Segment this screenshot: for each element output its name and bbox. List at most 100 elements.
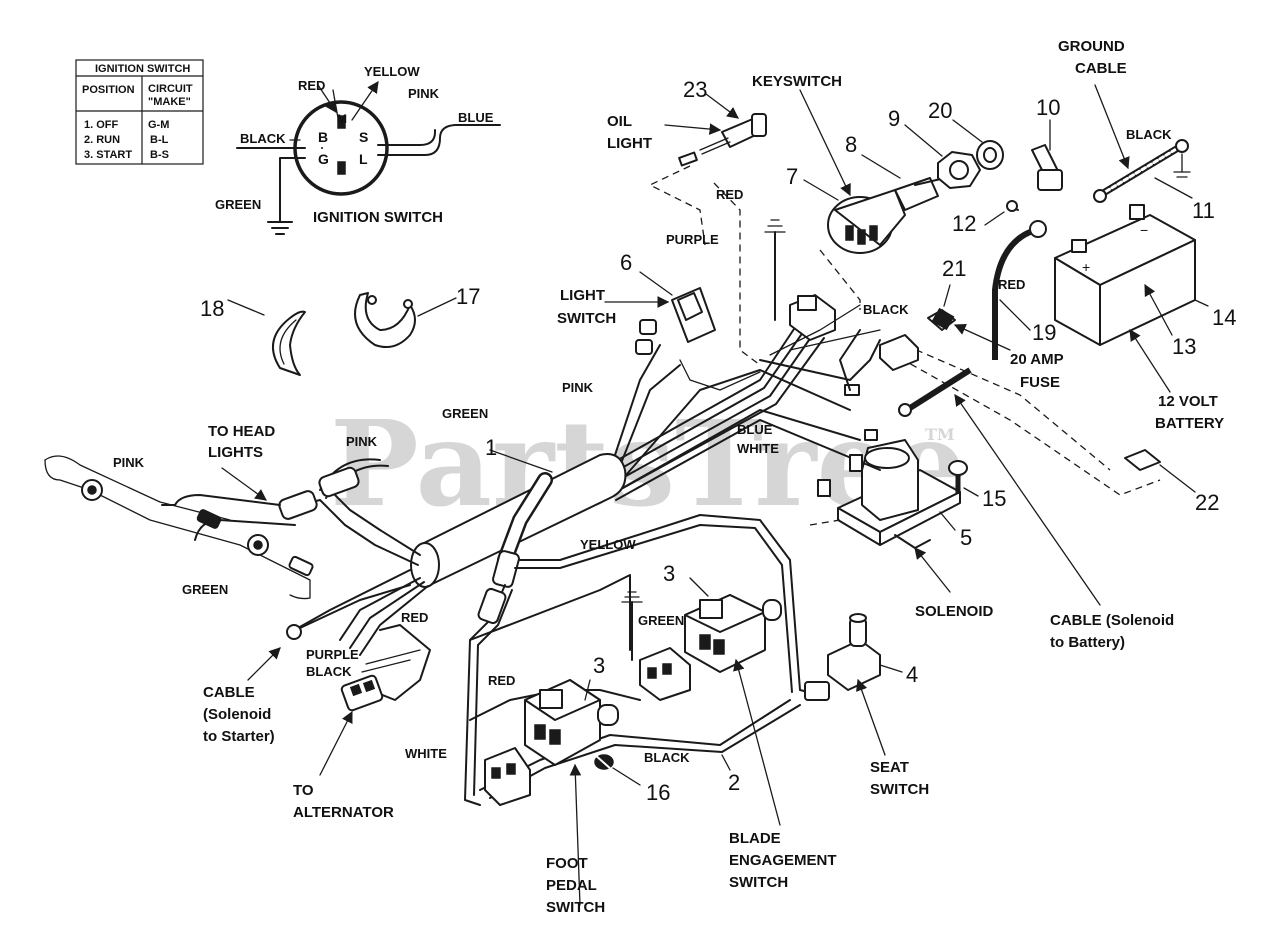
callout-16: 16 <box>646 780 670 805</box>
cable-tie-18 <box>227 299 306 376</box>
label-light-switch-2: SWITCH <box>557 310 616 327</box>
toggle-cap-10 <box>1031 119 1063 191</box>
leader-2 <box>721 754 731 771</box>
label-cable-bat-2: to Battery) <box>1050 634 1125 651</box>
label-seat-1: SEAT <box>870 759 909 776</box>
alternator-connector <box>319 624 431 776</box>
dashed-wires <box>648 165 1161 526</box>
leader-8-group <box>861 154 901 179</box>
wire-label-yellow-low: YELLOW <box>580 537 636 552</box>
callout-5: 5 <box>960 525 972 550</box>
leader-5 <box>939 511 956 531</box>
leader-1 <box>489 449 553 473</box>
wire-color-labels: RED PURPLE BLACK BLACK RED PINK GREEN PI… <box>113 127 1172 765</box>
keyswitch-part <box>799 89 946 254</box>
terminal-m-label: M <box>337 112 347 126</box>
label-cable-starter-3: to Starter) <box>203 728 275 745</box>
label-solenoid: SOLENOID <box>915 603 994 620</box>
callout-7: 7 <box>786 164 798 189</box>
battery-cable-19 <box>984 200 1047 360</box>
wire-label-blue-sol: BLUE <box>737 422 773 437</box>
leader-cable-starter <box>247 647 281 681</box>
foot-connector <box>484 747 531 806</box>
wire-label-green-blade: GREEN <box>638 613 684 628</box>
callout-11: 11 <box>1192 198 1215 223</box>
table-col-position: POSITION <box>82 84 135 96</box>
leader-14 <box>1194 299 1209 307</box>
cable-tie-17 <box>354 292 457 348</box>
label-ground-cable-1: GROUND <box>1058 38 1125 55</box>
table-row-off: 1. OFF <box>84 119 119 131</box>
leader-7 <box>803 179 839 201</box>
main-harness <box>297 319 881 656</box>
table-row-run-circuit: B-L <box>150 134 169 146</box>
table-row-start-circuit: B-S <box>150 149 169 161</box>
wire-label-black-alt: BLACK <box>306 664 352 679</box>
leader-solenoid <box>914 547 951 593</box>
wire-label-black-battery: BLACK <box>1126 127 1172 142</box>
ignition-switch-schematic: M B S G L RED YELLOW PINK BLUE BLACK GRE… <box>215 64 501 235</box>
ground-cable-part <box>1093 84 1193 203</box>
ign-wire-pink <box>377 129 436 146</box>
callout-15: 15 <box>982 486 1006 511</box>
wire-label-red-foot: RED <box>488 673 515 688</box>
label-foot-3: SWITCH <box>546 899 605 916</box>
leader-9 <box>904 124 943 157</box>
label-foot-2: PEDAL <box>546 877 597 894</box>
label-ground-cable-2: CABLE <box>1075 60 1127 77</box>
keyswitch-connectors <box>679 294 919 497</box>
ign-label-pink: PINK <box>408 86 440 101</box>
leader-17 <box>417 297 457 317</box>
leader-alternator <box>319 710 353 776</box>
callout-3b: 3 <box>593 653 605 678</box>
callout-9: 9 <box>888 106 900 131</box>
watermark-tm: TM <box>925 425 955 444</box>
callout-17: 17 <box>456 284 480 309</box>
leader-3a <box>689 577 709 597</box>
terminal-b-label: B <box>318 129 328 145</box>
callout-3a: 3 <box>663 561 675 586</box>
battery-part: + − <box>1054 204 1209 393</box>
oil-light-part <box>664 93 767 167</box>
table-title: IGNITION SWITCH <box>95 63 190 75</box>
wire-label-purple-top: PURPLE <box>666 232 719 247</box>
leader-16 <box>612 767 641 786</box>
callout-8: 8 <box>845 132 857 157</box>
terminal-g-post <box>337 161 346 175</box>
callout-14: 14 <box>1212 305 1236 330</box>
wire-label-black-foot: BLACK <box>644 750 690 765</box>
callout-20: 20 <box>928 98 952 123</box>
leader-battery <box>1129 329 1171 393</box>
leader-19 <box>999 299 1031 331</box>
fuse-part <box>927 284 1011 351</box>
leader-18 <box>227 299 265 316</box>
ign-label-blue: BLUE <box>458 110 494 125</box>
cable-solenoid-to-battery <box>898 367 1101 606</box>
callout-12: 12 <box>952 211 976 236</box>
wire-label-black-mid: BLACK <box>863 302 909 317</box>
label-battery-2: BATTERY <box>1155 415 1224 432</box>
label-oil-light-2: LIGHT <box>607 135 652 152</box>
callout-18: 18 <box>200 296 224 321</box>
callout-4: 4 <box>906 662 918 687</box>
leader-head-lights <box>221 467 267 501</box>
wire-label-purple-alt: PURPLE <box>306 647 359 662</box>
leader-6 <box>639 271 673 296</box>
wire-label-white-sol: WHITE <box>737 441 779 456</box>
label-alternator-2: ALTERNATOR <box>293 804 394 821</box>
label-blade-1: BLADE <box>729 830 781 847</box>
terminal-l-label: L <box>359 151 368 167</box>
ignition-position-table: IGNITION SWITCH POSITION CIRCUIT "MAKE" … <box>75 59 204 165</box>
table-col-make: "MAKE" <box>148 96 191 108</box>
label-cable-bat-1: CABLE (Solenoid <box>1050 612 1174 629</box>
ground-symbol-top <box>764 219 786 321</box>
svg-text:+: + <box>1082 259 1090 275</box>
leader-12 <box>984 211 1005 226</box>
terminal-s-label: S <box>359 129 368 145</box>
terminal-m-post <box>337 115 346 129</box>
wire-label-green-harness: GREEN <box>442 406 488 421</box>
callout-19: 19 <box>1032 320 1056 345</box>
label-light-switch-1: LIGHT <box>560 287 605 304</box>
leader-11 <box>1154 177 1193 199</box>
